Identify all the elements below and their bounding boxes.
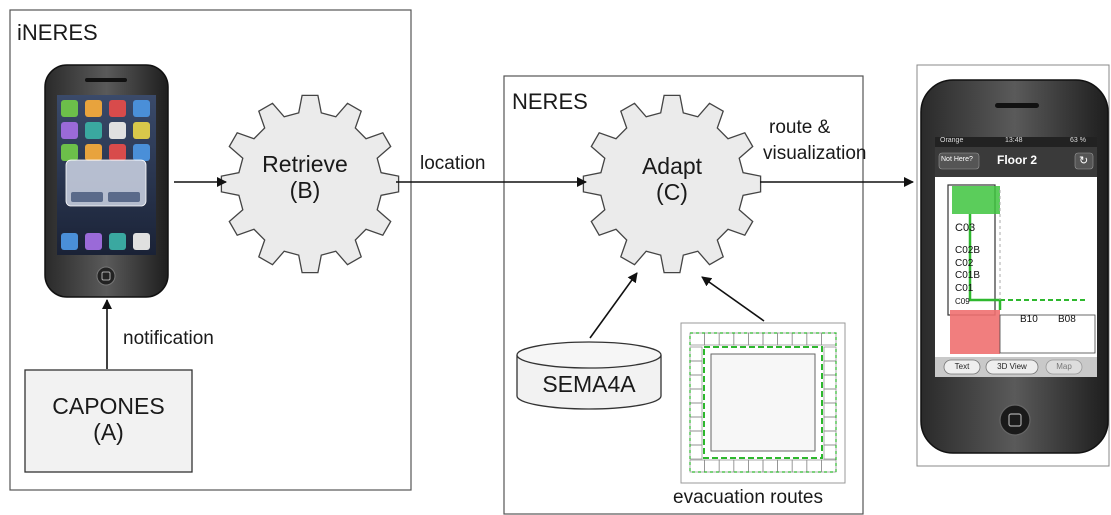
room-label: C01 [955,283,974,294]
evacuation-routes-label: evacuation routes [673,487,823,508]
phone-carrier: Orange [940,137,964,144]
ineres-label: iNERES [17,20,98,45]
room-label: C09 [955,297,970,306]
neres-label: NERES [512,89,588,114]
room-label: B10 [1020,314,1038,325]
sema4a-cylinder [516,341,662,410]
route-label-line1: route & [769,117,831,138]
refresh-icon[interactable]: ↻ [1079,155,1089,167]
phone-title: Floor 2 [997,153,1038,167]
arrow-routes-to-adapt [701,276,765,322]
phone-battery: 63 % [1070,137,1086,144]
capones-label: CAPONES (A) [25,393,192,446]
adapt-label: Adapt (C) [592,153,752,206]
app-icon [133,122,150,139]
capones-box [24,369,193,473]
phone-time: 13:48 [1005,137,1023,144]
sema4a-label: SEMA4A [542,371,636,397]
room-label: C02B [955,245,981,256]
dock-icon [85,233,102,250]
adapt-id: (C) [656,179,688,206]
app-icon [85,122,102,139]
app-icon [109,122,126,139]
evacuation-floorplan [680,322,846,484]
capones-title: CAPONES [52,393,165,419]
app-icon [61,100,78,117]
adapt-title: Adapt [641,153,703,179]
phone-left [44,64,169,298]
route-label-line2: visualization [763,143,867,164]
adapt-gear-shape [582,94,762,274]
dock-icon [109,233,126,250]
room-label: C02 [955,258,974,269]
retrieve-gear-shape [220,94,400,274]
phone-nav-button[interactable]: Not Here? [941,156,973,163]
app-icon [133,100,150,117]
room-label: C01B [955,270,981,281]
location-label: location [420,153,486,174]
room-label: C03 [955,222,976,234]
retrieve-title: Retrieve [262,151,348,177]
room-label: B08 [1058,314,1076,325]
dock-icon [61,233,78,250]
app-icon [61,122,78,139]
app-icon [109,144,126,161]
app-icon [133,144,150,161]
dock-icon [133,233,150,250]
app-icon [85,144,102,161]
retrieve-label: Retrieve (B) [230,151,380,204]
retrieve-id: (B) [289,177,321,204]
app-icon [109,100,126,117]
notification-label: notification [123,328,214,349]
phone-3dview-button[interactable]: 3D View [997,362,1027,371]
app-icon [85,100,102,117]
phone-right [920,79,1109,454]
capones-id: (A) [93,419,124,446]
app-icon [61,144,78,161]
phone-map-button[interactable]: Map [1056,362,1072,371]
phone-text-button[interactable]: Text [954,362,970,371]
arrow-sema4a-to-adapt [589,272,638,339]
